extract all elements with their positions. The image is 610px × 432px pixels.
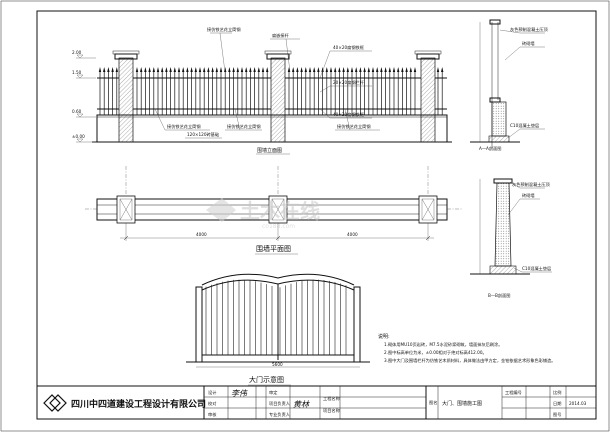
tb-row-review: 审核	[208, 411, 217, 418]
gate-title: 大门示意图	[249, 375, 284, 384]
elev-callout-pier: 120×120砖基础	[187, 131, 219, 138]
elevation-level-mark: 1.50	[72, 70, 82, 75]
tb-date: 2014.03	[569, 401, 587, 406]
tb-drawing-label: 图名	[429, 399, 437, 406]
gate-elevation	[186, 273, 370, 368]
tb-scale-label: 比例	[553, 389, 561, 396]
plan-dim-left: 4000	[196, 232, 207, 237]
elev-callout-mid-top: 扁嵌接杆	[272, 32, 290, 39]
bb-callout-coping: 灰色预制混凝土压顶	[512, 181, 551, 188]
tb-sheet-label: 图号	[553, 412, 561, 418]
tb-row-project-lead: 项目负责人	[269, 400, 291, 407]
watermark-logo-icon	[206, 198, 236, 222]
tb-drawing-name: 大门、围墙施工图	[442, 400, 482, 407]
elev-callout-right-top2: 20×20扁钢栏杆	[333, 79, 365, 86]
tb-date-label: 日期	[553, 401, 561, 407]
bb-callout-cushion: C10混凝土垫层	[522, 265, 551, 272]
company-logo-icon	[43, 394, 67, 412]
section-bb-title: B—B剖面图	[488, 292, 511, 299]
elevation-level-mark: 0.60	[72, 109, 82, 114]
title-block	[36, 385, 597, 420]
plan-title: 围墙平面图	[256, 244, 291, 253]
elev-callout-right-top3: 40×20扁钢铁框	[333, 111, 365, 118]
elevation-level-mark: 2.00	[72, 50, 82, 55]
tb-row-approve: 审定	[269, 389, 277, 396]
elev-callout-right-top1: 40×20扁钢铁框	[333, 44, 365, 51]
elev-callout-left-bottom: 接仿铁艺花立筒钢	[167, 123, 201, 130]
signature-1: 李伟	[231, 389, 248, 398]
fence-plan	[85, 166, 462, 241]
section-aa-title: A—A剖面图	[479, 145, 501, 152]
watermark: 土木在线 co188.com	[206, 198, 320, 230]
tb-row-design: 设计	[208, 389, 216, 396]
signature-2: 黄林	[293, 400, 310, 409]
note-3: 3.图中大门及围墙栏杆为仿铁艺木质材料，具体做法由甲方定，金铂依据艺术形象色彩铺…	[384, 357, 556, 364]
note-2: 2.图中标高单位为米，±0.00相对于绝对标高412.00。	[384, 349, 487, 356]
company-name: 四川中四道建设工程设计有限公司	[71, 398, 206, 410]
elev-callout-right-bottom: 接仿铁艺花立筒钢	[337, 123, 371, 130]
tb-sheet-no-label: 工程编号	[505, 389, 522, 396]
watermark-sub: co188.com	[262, 223, 295, 230]
note-1: 1.砌体用MU10页岩砖，M7.5水泥砂浆砌筑，墙面抹灰后刷涂。	[384, 341, 502, 348]
watermark-text: 土木在线	[240, 199, 320, 223]
elev-callout-left-top: 接仿铁艺花立筒钢	[207, 26, 241, 33]
fence-elevation: ±0.00 0.60 1.50 2.00	[72, 32, 452, 143]
section-bb	[470, 178, 552, 275]
gate-dim: 5600	[272, 362, 283, 367]
aa-callout-brick: 砖砌墙	[522, 40, 535, 47]
tb-row-check: 校对	[208, 400, 216, 407]
section-aa	[470, 19, 545, 148]
elevation-level-mark: ±0.00	[72, 134, 85, 139]
bb-callout-brick: 砖砌墙	[522, 192, 535, 199]
tb-project-label: 工程名称	[323, 395, 340, 402]
elevation-title: 围墙立面图	[257, 147, 282, 154]
tb-item-label: 项目名称	[323, 407, 340, 414]
aa-callout-cushion: C10混凝土垫层	[510, 122, 539, 129]
elev-callout-mid-bottom: 接仿铁艺花立筒钢	[227, 123, 261, 130]
notes-heading: 说明:	[378, 333, 390, 340]
tb-row-discipline-lead: 专业负责人	[269, 411, 291, 418]
plan-dim-right: 4000	[347, 232, 358, 237]
aa-callout-coping: 灰色预制混凝土压顶	[510, 26, 549, 33]
